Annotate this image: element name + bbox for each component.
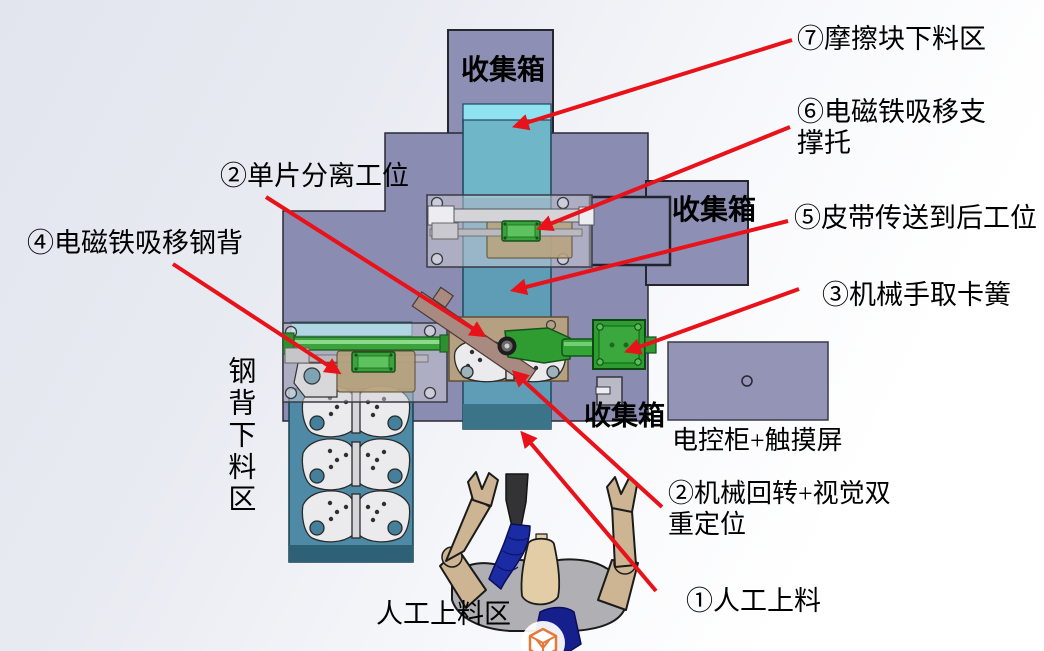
arrow-rotate-vision (511, 370, 664, 509)
head (520, 537, 561, 606)
callout-robot-pick-clip: ③机械手取卡簧 (822, 280, 1011, 310)
human-operator (439, 471, 639, 651)
control-cabinet (667, 341, 829, 421)
callout-rotate-vision-line2: 重定位 (668, 510, 747, 539)
right-arm (597, 476, 639, 611)
pad-row (301, 438, 411, 491)
callout-magnet-support-line2: 撑托 (797, 128, 851, 158)
left-arm (439, 471, 499, 609)
callout-single-separation: ②单片分离工位 (220, 161, 409, 191)
callout-belt-transfer: ⑤皮带传送到后工位 (794, 203, 1037, 233)
cabinet-knob (741, 375, 753, 387)
left-hand (467, 471, 499, 507)
collect-box-bottom-label: 收集箱 (584, 401, 665, 431)
collect-box-top-label: 收集箱 (461, 55, 546, 86)
arrow-single-separation (264, 195, 487, 338)
callout-rotate-vision-line1: ②机械回转+视觉双 (668, 479, 891, 508)
right-hand (606, 476, 638, 513)
robot-gripper (497, 319, 657, 370)
callout-manual-feed: ①人工上料 (686, 586, 821, 616)
arrow-belt-transfer (509, 219, 789, 296)
watermark-logo-icon (521, 621, 565, 651)
collect-box-right-label: 收集箱 (672, 195, 757, 226)
upper-conveyor-assembly (426, 194, 595, 268)
arrow-manual-feed (520, 430, 658, 593)
callout-magnet-steelback: ④电磁铁吸移钢背 (27, 228, 243, 258)
electromagnet (501, 220, 541, 242)
arrow-friction-unload (511, 38, 793, 131)
pad-row (301, 490, 411, 543)
manual-feed-area-label: 人工上料区 (376, 599, 511, 629)
callout-magnet-support-line1: ⑥电磁铁吸移支 (797, 97, 986, 127)
steelback-unload-area-label: 钢背下料区 (224, 356, 256, 516)
callout-friction-unload: ⑦摩擦块下料区 (797, 24, 986, 54)
arrow-magnet-steelback (171, 262, 342, 375)
electromagnet (351, 351, 396, 373)
arrow-magnet-support (536, 125, 791, 232)
control-cabinet-label: 电控柜+触摸屏 (672, 426, 843, 455)
chute-bracket (595, 376, 623, 406)
arrow-robot-pick-clip (624, 287, 800, 355)
